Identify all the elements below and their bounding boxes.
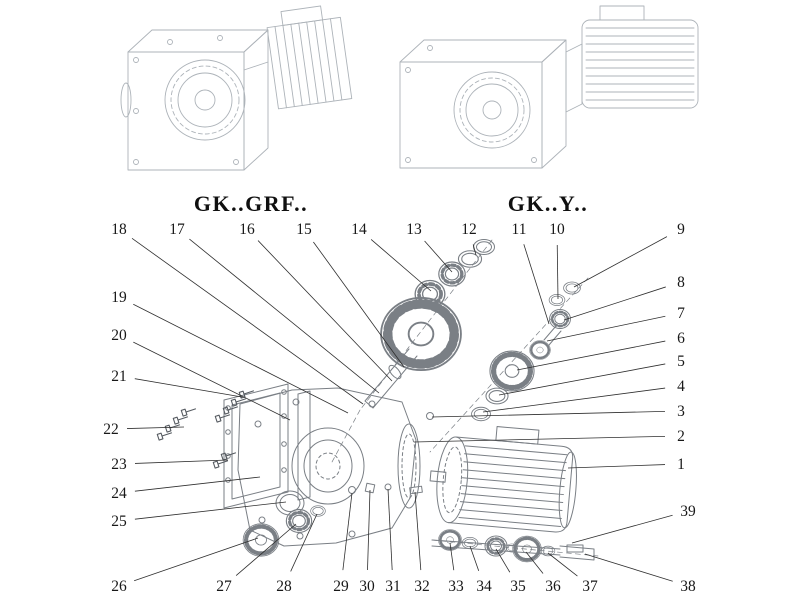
electric-motor xyxy=(429,426,577,533)
variant-label-gk-grf: GK..GRF.. xyxy=(193,191,309,216)
part-number-15: 15 xyxy=(296,221,312,238)
part-number-23: 23 xyxy=(111,456,127,473)
part-number-16: 16 xyxy=(239,221,255,238)
part-number-35: 35 xyxy=(510,578,526,595)
gasket xyxy=(297,390,311,501)
leader-line-28 xyxy=(290,513,318,572)
part-number-11: 11 xyxy=(512,221,527,238)
breather-plug xyxy=(426,412,434,420)
leader-line-31 xyxy=(387,488,393,571)
part-number-2: 2 xyxy=(677,428,685,445)
leader-line-24 xyxy=(134,476,261,492)
motor-drawing xyxy=(581,5,699,109)
leader-line-22 xyxy=(126,426,185,429)
part-number-20: 20 xyxy=(111,327,127,344)
leader-line-13 xyxy=(424,240,453,273)
leader-line-35 xyxy=(495,548,511,573)
part-number-26: 26 xyxy=(111,578,127,595)
part-number-31: 31 xyxy=(385,578,401,595)
leader-line-30 xyxy=(367,489,371,571)
leader-line-23 xyxy=(134,459,229,464)
leader-line-3 xyxy=(431,410,666,418)
leader-line-38 xyxy=(584,553,673,582)
leader-lines xyxy=(126,236,673,582)
part-number-21: 21 xyxy=(111,368,127,385)
drawing-gk-y xyxy=(399,5,699,169)
part-number-8: 8 xyxy=(677,274,685,291)
part-number-30: 30 xyxy=(359,578,375,595)
leader-line-8 xyxy=(563,286,666,321)
part-number-19: 19 xyxy=(111,289,127,306)
part-number-28: 28 xyxy=(276,578,292,595)
part-number-4: 4 xyxy=(677,378,685,395)
leader-line-11 xyxy=(523,244,550,325)
input-fin-cover xyxy=(266,5,353,110)
leader-line-36 xyxy=(525,551,544,574)
leader-line-5 xyxy=(498,363,666,396)
part-number-24: 24 xyxy=(111,485,127,502)
part-labels: 1234567891011121314151617181920212223242… xyxy=(103,221,696,595)
part-number-14: 14 xyxy=(351,221,367,238)
part-number-18: 18 xyxy=(111,221,127,238)
part-number-25: 25 xyxy=(111,513,127,530)
leader-line-12 xyxy=(472,244,477,256)
leader-line-26 xyxy=(133,537,259,582)
leader-line-9 xyxy=(573,236,668,288)
leader-line-18 xyxy=(131,237,364,405)
leader-line-14 xyxy=(370,239,432,292)
part-number-17: 17 xyxy=(169,221,185,238)
leader-line-7 xyxy=(546,315,666,342)
gear-housing xyxy=(237,387,434,547)
flange-bolts xyxy=(156,387,255,469)
leader-line-20 xyxy=(133,341,291,421)
drawing-gk-grf xyxy=(120,5,353,171)
part-number-27: 27 xyxy=(216,578,232,595)
part-number-36: 36 xyxy=(545,578,561,595)
leader-line-15 xyxy=(313,241,405,368)
part-number-13: 13 xyxy=(406,221,422,238)
motor-shaft-assembly xyxy=(431,528,595,564)
part-number-1: 1 xyxy=(677,456,685,473)
leader-line-10 xyxy=(556,244,559,300)
part-number-37: 37 xyxy=(582,578,598,595)
small-fasteners xyxy=(348,482,423,495)
part-number-3: 3 xyxy=(677,403,685,420)
leader-line-2 xyxy=(413,435,666,443)
part-number-29: 29 xyxy=(333,578,349,595)
leader-line-19 xyxy=(133,303,349,414)
part-number-38: 38 xyxy=(680,578,696,595)
input-pinion-assembly xyxy=(471,281,581,422)
leader-line-17 xyxy=(189,238,380,394)
intermediate-shaft-assembly xyxy=(364,239,495,409)
leader-line-16 xyxy=(257,240,393,382)
leader-line-33 xyxy=(449,542,455,571)
part-number-5: 5 xyxy=(677,353,685,370)
leader-line-21 xyxy=(134,378,243,398)
part-number-9: 9 xyxy=(677,221,685,238)
leader-line-29 xyxy=(342,492,353,571)
leader-line-4 xyxy=(482,387,666,413)
exploded-view xyxy=(156,239,599,564)
part-number-34: 34 xyxy=(476,578,492,595)
part-number-22: 22 xyxy=(103,421,119,438)
leader-line-25 xyxy=(134,501,287,520)
part-number-6: 6 xyxy=(677,330,685,347)
part-number-12: 12 xyxy=(461,221,477,238)
variant-label-gk-y: GK..Y.. xyxy=(507,191,589,216)
part-number-7: 7 xyxy=(677,305,685,322)
leader-line-27 xyxy=(235,523,297,576)
part-number-32: 32 xyxy=(414,578,430,595)
leader-line-39 xyxy=(571,514,673,544)
part-number-33: 33 xyxy=(448,578,464,595)
leader-line-1 xyxy=(567,464,666,469)
leader-line-34 xyxy=(469,545,480,572)
part-number-10: 10 xyxy=(549,221,565,238)
leader-line-32 xyxy=(414,491,422,571)
leader-line-6 xyxy=(516,340,666,371)
part-number-39: 39 xyxy=(680,503,696,520)
leader-line-37 xyxy=(547,552,578,577)
